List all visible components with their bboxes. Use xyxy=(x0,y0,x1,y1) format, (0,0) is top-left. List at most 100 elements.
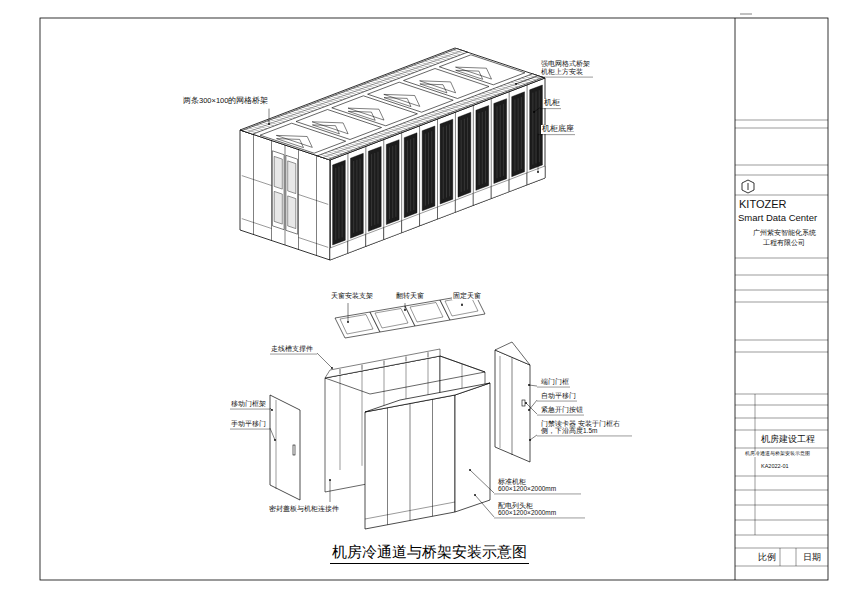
rack-edge xyxy=(330,160,331,260)
rack-perforation xyxy=(449,124,450,196)
leader-dot xyxy=(469,469,471,471)
rack-edge xyxy=(455,112,456,212)
leader-dot xyxy=(528,384,530,386)
leader-underline xyxy=(538,134,575,135)
title-block-row xyxy=(735,394,828,395)
leader-line xyxy=(330,480,331,502)
title-block-text: KA2022-01 xyxy=(760,463,790,469)
rack-perforation xyxy=(356,160,357,232)
title-block-row xyxy=(735,418,828,419)
leader-line xyxy=(516,76,537,84)
title-block-text: 工程有限公司 xyxy=(762,239,806,247)
end-panel-rail xyxy=(242,219,254,223)
trough-support xyxy=(384,361,385,366)
leader-underline xyxy=(537,387,570,388)
leader-underline xyxy=(537,401,577,402)
title-block-row xyxy=(735,352,828,353)
rack-perforation xyxy=(536,91,537,163)
rack-edge xyxy=(473,105,474,205)
skylight-chevron xyxy=(420,81,456,93)
rack-perforation xyxy=(377,152,378,224)
rack-perforation xyxy=(485,111,486,183)
rack-door xyxy=(458,112,471,197)
rack-door xyxy=(494,99,507,184)
sliding-door-leaf xyxy=(286,155,298,234)
title-block-row xyxy=(735,275,828,276)
rack-door xyxy=(351,153,364,238)
drawing-title: 机房冷通道与桥架安装示意图 xyxy=(330,543,529,564)
title-block-row xyxy=(735,195,828,196)
leader-dot xyxy=(329,479,331,481)
end-frame-post xyxy=(285,145,286,245)
door-frame-line xyxy=(276,400,277,489)
callout-label: 紧急开门按钮 xyxy=(540,406,584,414)
rack-edge xyxy=(491,99,492,199)
title-block-column xyxy=(796,548,797,566)
title-block-row xyxy=(735,505,828,506)
door-window xyxy=(288,196,296,229)
rack-perforation xyxy=(392,146,393,218)
title-block-row xyxy=(735,175,828,176)
rack-base xyxy=(455,193,473,212)
leader-line xyxy=(317,353,332,368)
leader-line xyxy=(538,134,539,172)
sliding-door-leaf xyxy=(272,151,284,230)
skylight-chevron xyxy=(384,94,420,106)
company-logo xyxy=(742,180,754,193)
door-leaf-split xyxy=(512,358,513,455)
rack-base xyxy=(420,207,438,226)
leader-underline xyxy=(230,409,270,410)
trough-support xyxy=(340,369,341,374)
callout-label: 手动平移门 xyxy=(230,420,267,428)
rack-perforation xyxy=(335,168,336,240)
title-block-row xyxy=(735,566,828,567)
title-block-row xyxy=(735,405,828,406)
rack-base xyxy=(438,200,456,219)
skylight-glass xyxy=(410,303,443,323)
manual-sliding-door xyxy=(270,395,300,500)
title-block-row xyxy=(735,290,828,291)
rack-door xyxy=(333,160,346,245)
leader-dot xyxy=(347,321,349,323)
leader-underline xyxy=(494,517,585,518)
skylight-chevron xyxy=(348,111,375,120)
rack-perforation xyxy=(374,153,375,225)
leader-dot xyxy=(537,171,539,173)
drawing-frame xyxy=(40,18,828,580)
rack-perforation xyxy=(431,131,432,203)
skylight-chevron xyxy=(456,70,483,79)
trough-support xyxy=(428,352,429,357)
frame-post xyxy=(362,371,363,466)
end-panel-rail xyxy=(254,223,272,229)
callout-label: 机柜底座 xyxy=(541,125,575,134)
end-panel-rail xyxy=(254,180,272,186)
rack-door xyxy=(476,106,489,191)
skylight-chevron xyxy=(312,125,339,134)
rack-base xyxy=(348,234,366,253)
rack-divider xyxy=(387,408,388,525)
rack-perforation xyxy=(497,106,498,178)
leader-line xyxy=(470,470,494,493)
callout-label: 机柜 xyxy=(543,99,561,108)
callout-label: 天窗安装支架 xyxy=(330,292,374,300)
skylight-chevron xyxy=(348,108,384,120)
skylight-panel xyxy=(439,55,525,85)
skylight-chevron xyxy=(456,67,492,79)
title-block-text: Smart Data Center xyxy=(737,213,818,224)
door-handle xyxy=(293,445,295,455)
company-logo xyxy=(748,183,749,190)
door-window xyxy=(274,156,282,189)
callout-label: 固定天窗 xyxy=(452,292,482,300)
title-block-text: 比例 xyxy=(757,552,777,562)
rack-perforation xyxy=(360,159,361,231)
title-block-column xyxy=(755,394,756,535)
door-button xyxy=(522,400,525,406)
title-block-row xyxy=(735,128,828,129)
skylight-chevron xyxy=(276,135,312,147)
skylight-chevron xyxy=(420,84,447,93)
leader-line xyxy=(462,303,463,305)
trough-support xyxy=(406,356,407,361)
rack-block-side xyxy=(455,383,490,512)
title-block-row xyxy=(735,520,828,521)
leader-dot xyxy=(331,367,333,369)
